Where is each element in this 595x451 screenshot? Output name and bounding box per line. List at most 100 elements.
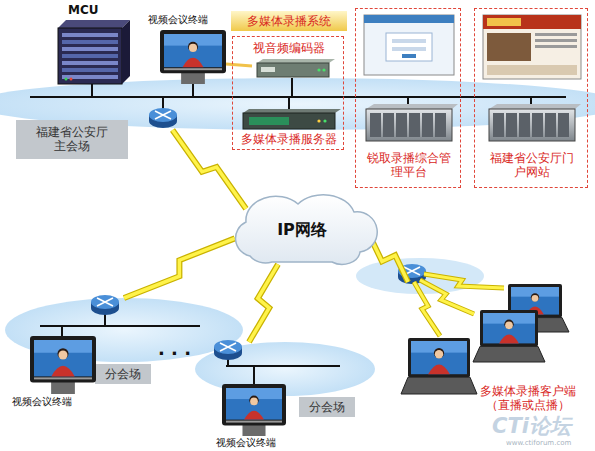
router-arrows bbox=[97, 298, 113, 306]
presenter-hair bbox=[531, 293, 539, 301]
tv-trim bbox=[226, 421, 282, 423]
encoder-body bbox=[257, 63, 329, 77]
system-group: 多媒体录播系统视音频编码器多媒体录播服务器 bbox=[232, 36, 344, 150]
portal-header bbox=[483, 15, 581, 29]
drive-bay bbox=[545, 113, 556, 137]
drop-line bbox=[91, 84, 93, 97]
status-led bbox=[317, 68, 320, 71]
presenter-hair bbox=[188, 42, 198, 52]
laptop-lid bbox=[408, 338, 470, 377]
router-symbol bbox=[214, 340, 242, 360]
node-text: 视频会议终端 bbox=[12, 396, 72, 408]
drive-bay bbox=[383, 113, 394, 137]
node-text: 多媒体录播服务器 bbox=[237, 133, 341, 147]
presenter-head bbox=[250, 398, 258, 406]
bolt-outline bbox=[124, 238, 235, 298]
drive-bay bbox=[558, 113, 569, 137]
server-body bbox=[243, 113, 335, 129]
node-text: 锐取录播综合管理平台 bbox=[362, 149, 456, 182]
laptop-screen bbox=[411, 341, 467, 374]
router-top bbox=[149, 108, 177, 122]
ip-cloud: IP网络 bbox=[222, 194, 382, 268]
wireless-link bbox=[249, 264, 278, 342]
server-body bbox=[366, 109, 452, 141]
presenter-head bbox=[505, 321, 513, 329]
server-top bbox=[243, 109, 341, 113]
node-text: 多媒体录播客户端 （直播或点播） bbox=[468, 384, 588, 413]
portal-line bbox=[535, 45, 577, 48]
mcu-device: MCU bbox=[58, 20, 130, 84]
wireless-link bbox=[124, 238, 235, 298]
recording-server: 多媒体录播服务器 bbox=[237, 107, 341, 149]
presenter-head bbox=[58, 350, 67, 359]
node-shape bbox=[30, 336, 96, 394]
portal-footer bbox=[487, 65, 577, 75]
router-top bbox=[214, 340, 242, 354]
watermark: www.ctiforum.com bbox=[506, 439, 571, 447]
tv-screen bbox=[34, 340, 92, 376]
tv-screen bbox=[226, 388, 282, 420]
node-text: 福建省公安厅 主会场 bbox=[16, 120, 128, 159]
portal-line bbox=[535, 39, 577, 42]
drive-bay bbox=[409, 113, 420, 137]
node-text: 视频会议终端 bbox=[216, 437, 276, 449]
node-shape bbox=[160, 30, 226, 84]
server-top bbox=[366, 104, 458, 109]
status-led bbox=[322, 68, 325, 71]
tv-trim bbox=[34, 377, 92, 379]
node-shape bbox=[222, 384, 286, 436]
drive-bay bbox=[422, 113, 433, 137]
presenter-body bbox=[428, 364, 450, 374]
status-led bbox=[65, 78, 68, 81]
bolt-fill bbox=[249, 264, 278, 342]
screenshot-frame bbox=[483, 15, 581, 79]
rack-slot bbox=[62, 61, 118, 65]
bolt-fill bbox=[424, 274, 504, 288]
laptop-lid bbox=[480, 310, 538, 346]
encoder-device: 视音频编码器 bbox=[239, 41, 339, 85]
node-text: 视频会议终端 bbox=[148, 14, 208, 26]
node-text: 多媒体录播系统 bbox=[231, 11, 347, 31]
node-shape bbox=[58, 20, 130, 84]
presenter-body bbox=[499, 334, 519, 343]
presenter-body bbox=[51, 366, 74, 377]
drop-line bbox=[288, 97, 290, 110]
encoder-top bbox=[257, 59, 335, 63]
login-button bbox=[402, 54, 416, 58]
node-text: 福建省公安厅门户网站 bbox=[485, 149, 579, 182]
bolt-outline bbox=[173, 130, 247, 209]
rack-slot bbox=[62, 54, 118, 58]
node-text: 视音频编码器 bbox=[239, 41, 339, 55]
server-panel bbox=[249, 117, 289, 125]
encoder-panel bbox=[261, 67, 275, 72]
presenter-body bbox=[182, 58, 203, 67]
login-field bbox=[392, 39, 426, 43]
tv-frame bbox=[160, 30, 226, 73]
rack-top bbox=[58, 20, 130, 28]
node-text: IP网络 bbox=[222, 220, 382, 239]
router-arrows bbox=[155, 111, 171, 119]
portal-line bbox=[535, 33, 577, 36]
rack-slot bbox=[62, 40, 118, 44]
portal-group: 福建省公安厅门户网站 bbox=[474, 8, 588, 188]
rack-slot bbox=[62, 47, 118, 51]
rack-slot bbox=[62, 68, 118, 72]
video-terminal: 视频会议终端 bbox=[30, 336, 96, 394]
presenter-head bbox=[189, 44, 197, 52]
rack-slot bbox=[62, 33, 118, 37]
node-text: MCU bbox=[68, 3, 99, 17]
laptop-base bbox=[401, 377, 477, 394]
drop-line bbox=[291, 78, 293, 97]
ellipsis-mark: · · · bbox=[158, 343, 191, 365]
router-arrows bbox=[220, 343, 236, 351]
drive-bay bbox=[493, 113, 504, 137]
drive-bay bbox=[532, 113, 543, 137]
portal-logo bbox=[487, 18, 521, 26]
lan-band bbox=[5, 298, 243, 362]
login-field bbox=[392, 47, 426, 51]
tv-screen bbox=[164, 34, 222, 67]
router-symbol bbox=[149, 108, 177, 128]
tv-trim bbox=[164, 68, 222, 70]
presenter-hair bbox=[57, 348, 68, 359]
